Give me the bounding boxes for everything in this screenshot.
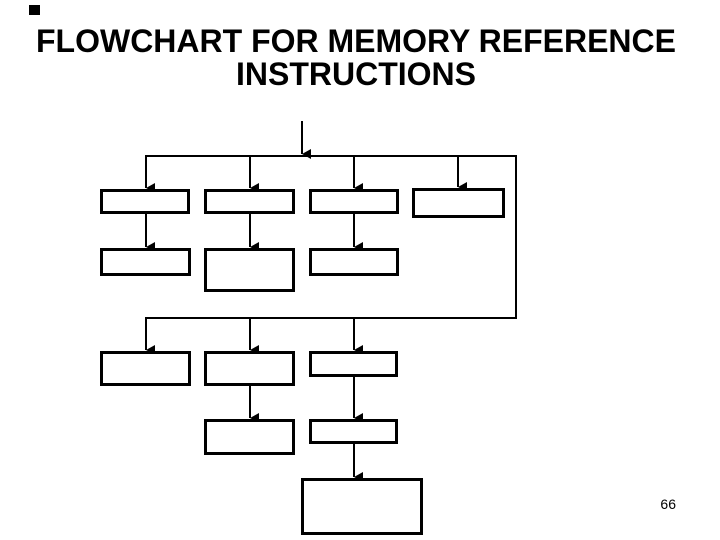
flowchart-box-r1c4 <box>412 188 505 218</box>
flowchart-box-r3c2 <box>204 351 295 386</box>
flowchart-box-r2c1 <box>100 248 191 276</box>
flowchart-box-r3c3 <box>309 351 398 377</box>
flowchart-box-r1c1 <box>100 189 190 214</box>
slide-title-line1: FLOWCHART FOR MEMORY REFERENCE <box>36 23 676 59</box>
flowchart-box-r1c3 <box>309 189 399 214</box>
page-number: 66 <box>660 496 676 512</box>
flowchart-box-r4c3 <box>309 419 398 444</box>
slide-corner-mark <box>29 5 40 15</box>
flowchart-box-r2c2 <box>204 248 295 292</box>
flowchart-box-r1c2 <box>204 189 295 214</box>
flowchart-box-r2c3 <box>309 248 399 276</box>
flowchart-box-r3c1 <box>100 351 191 386</box>
flowchart-box-r4c2 <box>204 419 295 455</box>
slide-title-line2: INSTRUCTIONS <box>236 56 476 92</box>
slide-title: FLOWCHART FOR MEMORY REFERENCE INSTRUCTI… <box>0 25 712 91</box>
flowchart-box-final <box>301 478 423 535</box>
